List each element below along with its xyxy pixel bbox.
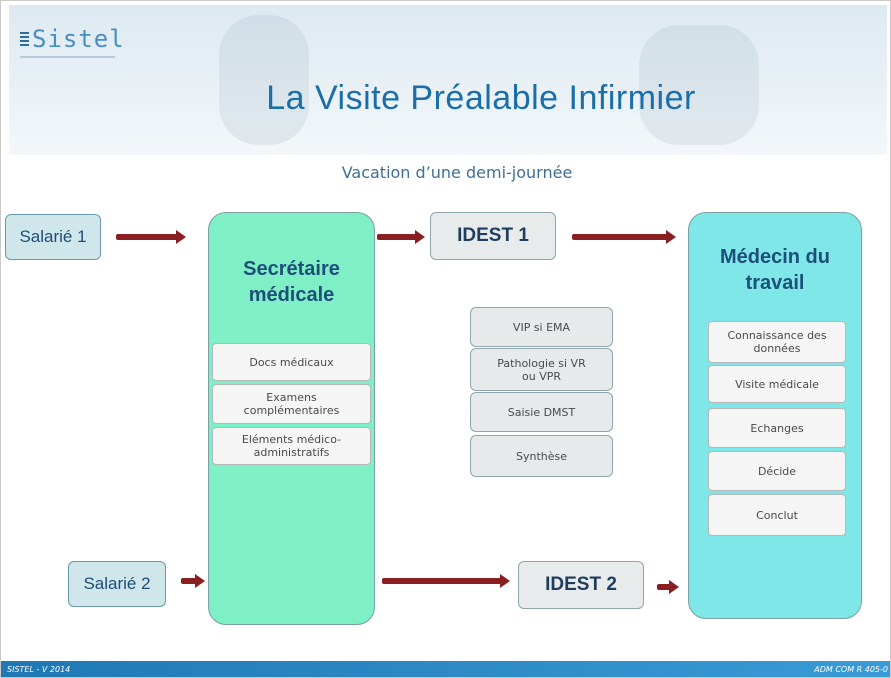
subtitle-band xyxy=(41,156,873,196)
medecin-title-line2: travail xyxy=(745,272,805,294)
salarie-1-box: Salarié 1 xyxy=(5,214,101,260)
idest-2-box: IDEST 2 xyxy=(518,561,644,609)
medecin-item: Conclut xyxy=(708,494,846,536)
medecin-item: Echanges xyxy=(708,408,846,448)
medecin-item: Décide xyxy=(708,451,846,491)
logo-underline xyxy=(20,56,115,58)
footer-left-text: SISTEL - V 2014 xyxy=(7,665,71,674)
slide-subtitle: Vacation d’une demi-journée xyxy=(341,163,573,182)
header-background xyxy=(9,5,887,155)
arrow-idest2-to-medecin xyxy=(657,580,679,594)
footer-bar: SISTEL - V 2014 ADM COM R 405-0 xyxy=(1,661,890,677)
idest-task: Pathologie si VR ou VPR xyxy=(470,348,613,391)
secretaire-title-line1: Secrétaire xyxy=(243,258,340,280)
secretaire-item: Docs médicaux xyxy=(212,343,371,381)
idest-task: Saisie DMST xyxy=(470,392,613,432)
logo: Sistel xyxy=(20,25,125,53)
salarie-2-box: Salarié 2 xyxy=(68,561,166,607)
doctor-photo-shape xyxy=(639,25,759,145)
arrow-salarie2-to-secretaire xyxy=(181,574,205,588)
secretaire-item: Examens complémentaires xyxy=(212,384,371,424)
idest-1-box: IDEST 1 xyxy=(430,212,556,260)
idest-task: VIP si EMA xyxy=(470,307,613,347)
worker-photo-shape xyxy=(219,15,309,145)
logo-mark-icon xyxy=(20,32,29,48)
arrow-idest1-to-medecin xyxy=(572,230,676,244)
secretaire-item: Eléments médico-administratifs xyxy=(212,427,371,465)
arrow-salarie1-to-secretaire xyxy=(116,230,186,244)
medecin-item: Visite médicale xyxy=(708,365,846,403)
medecin-item: Connaissance des données xyxy=(708,321,846,363)
footer-right-text: ADM COM R 405-0 xyxy=(814,665,888,674)
secretaire-title-line2: médicale xyxy=(248,284,335,306)
slide-title: La Visite Préalable Infirmier xyxy=(266,79,696,117)
arrow-secretaire-to-idest2 xyxy=(382,574,510,588)
medecin-title-line1: Médecin du xyxy=(719,246,830,268)
secretaire-title: Secrétaire médicale xyxy=(208,256,375,308)
arrow-secretaire-to-idest1 xyxy=(377,230,425,244)
medecin-title: Médecin du travail xyxy=(688,244,862,296)
logo-text: Sistel xyxy=(32,25,125,53)
idest-task: Synthèse xyxy=(470,435,613,477)
